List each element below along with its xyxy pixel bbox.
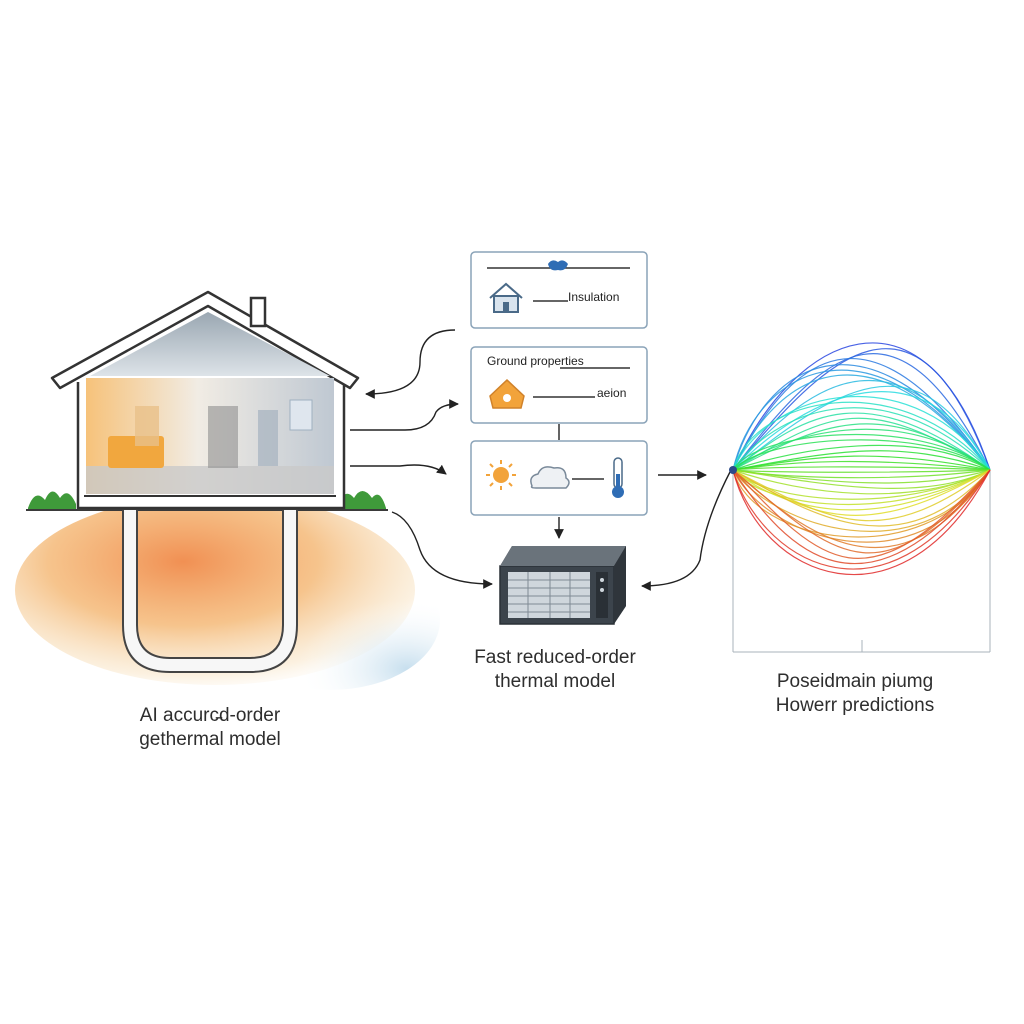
model-caption-line1: Fast reduced-order xyxy=(474,647,636,668)
ensemble-curve xyxy=(732,379,991,471)
model-caption: Fast reduced-order thermal model xyxy=(430,646,680,694)
ensemble-curve xyxy=(732,385,991,471)
ensemble-curve xyxy=(732,469,991,522)
house-caption-line2: gethermal model xyxy=(139,729,281,750)
ensemble-curve xyxy=(732,469,991,554)
arrow-house-to-panel2 xyxy=(350,399,459,431)
ensemble-curve xyxy=(732,364,991,471)
thermometer-icon xyxy=(612,457,624,498)
ensemble-curve xyxy=(732,455,991,471)
ensemble-curve xyxy=(732,469,991,527)
ground-properties-label: Ground properties xyxy=(487,354,584,368)
ensemble-curve xyxy=(732,460,991,471)
ensemble-curve xyxy=(732,469,991,532)
model-caption-line2: thermal model xyxy=(494,671,616,692)
grass-left xyxy=(28,491,76,510)
ground-loop-pipe-outer xyxy=(122,510,298,673)
ensemble-curve xyxy=(732,469,991,500)
ensemble-curve xyxy=(732,450,991,471)
ensemble-curve xyxy=(732,469,991,484)
house-caption: AI accurc̵d-order gethermal model xyxy=(90,704,330,752)
ensemble-curve xyxy=(732,469,991,576)
room-window xyxy=(289,399,313,431)
ensemble-curve xyxy=(732,396,991,471)
ensemble-curve xyxy=(732,469,991,565)
ensemble-curve xyxy=(732,401,991,471)
ensemble-curve xyxy=(732,469,991,489)
ensemble-curve xyxy=(732,433,991,471)
ensemble-curve xyxy=(732,348,991,471)
ensemble-curve xyxy=(732,469,991,473)
chimney-icon xyxy=(249,296,267,328)
room-door-left xyxy=(135,406,159,446)
cloud-icon xyxy=(530,466,570,489)
ensemble-start-point xyxy=(729,466,737,474)
ensemble-curves xyxy=(732,342,991,576)
house-caption-line1: AI accurc̵d-order xyxy=(139,705,281,726)
ensemble-curve xyxy=(732,369,991,471)
ground-loop-pipe-fill xyxy=(123,510,297,672)
ground-properties-sublabel: aeion xyxy=(597,386,626,400)
prediction-ensemble xyxy=(729,342,991,653)
ensemble-curve xyxy=(732,412,991,471)
ensemble-curve xyxy=(732,469,991,511)
arrow-predictions-to-model xyxy=(641,469,732,591)
grass-right xyxy=(336,491,386,510)
computer-icon xyxy=(499,546,626,625)
ensemble-curve xyxy=(732,469,991,560)
ensemble-curve xyxy=(732,391,991,471)
room-floor xyxy=(86,466,334,494)
predictions-caption-line2: Howerr predictions xyxy=(775,695,935,716)
predictions-caption-line1: Poseidmain piumg xyxy=(776,671,934,692)
sun-icon xyxy=(486,460,516,490)
ensemble-curve xyxy=(732,407,991,471)
insulation-label: Insulation xyxy=(568,290,619,304)
ensemble-curve xyxy=(732,444,991,471)
arrow-panel1-to-house xyxy=(365,329,456,399)
room-door-center xyxy=(208,406,238,468)
cloud-badge-icon xyxy=(548,260,568,271)
warm-house-icon xyxy=(489,378,525,409)
predictions-caption: Poseidmain piumg Howerr predictions xyxy=(740,670,970,718)
ensemble-curve xyxy=(732,466,991,471)
connector-arrows xyxy=(350,329,732,591)
house-attic xyxy=(90,312,330,376)
input-panels: Insulation Ground properties aeion xyxy=(470,251,648,516)
arrow-house-to-panel3 xyxy=(350,464,447,475)
ensemble-curve xyxy=(732,374,991,471)
ensemble-curve xyxy=(732,439,991,471)
ensemble-curve xyxy=(732,353,991,471)
room-cabinet xyxy=(258,410,278,466)
ground-loop-pipe-inner xyxy=(136,510,284,659)
arrow-ground-to-model xyxy=(391,511,493,589)
geothermal-house xyxy=(15,290,440,690)
house-roof xyxy=(50,290,360,390)
house-icon xyxy=(489,282,523,313)
ensemble-curve xyxy=(732,469,991,570)
